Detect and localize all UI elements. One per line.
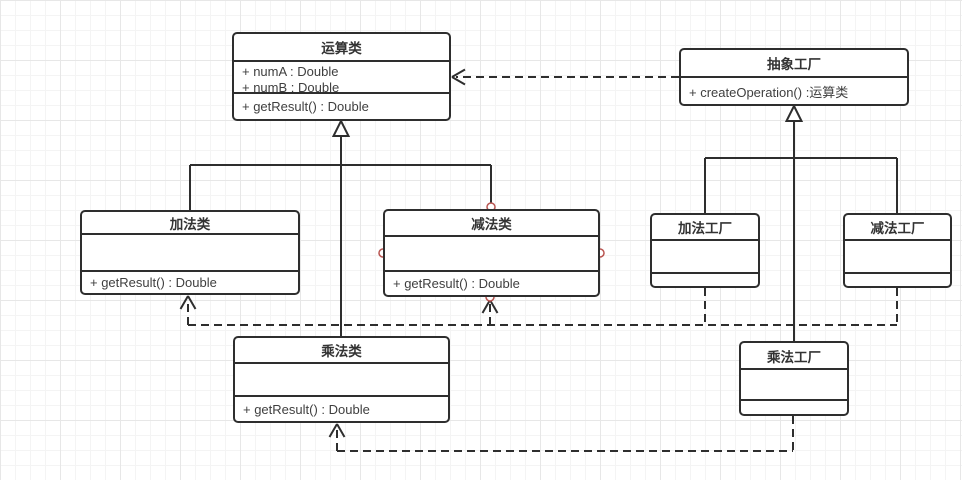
class-box-sub-class[interactable]: 减法类 + getResult() : Double — [383, 209, 600, 297]
class-box-abstract-factory[interactable]: 抽象工厂 + createOperation() :运算类 — [679, 48, 909, 106]
class-methods-empty — [845, 274, 950, 286]
class-box-add-factory[interactable]: 加法工厂 — [650, 213, 760, 288]
class-title: 乘法类 — [235, 338, 448, 364]
class-attributes-empty — [652, 241, 758, 274]
class-title: 减法类 — [385, 211, 598, 237]
class-method: + getResult() : Double — [393, 276, 520, 291]
class-attributes-empty — [845, 241, 950, 274]
class-title: 乘法工厂 — [741, 343, 847, 370]
class-box-operation[interactable]: 运算类 + numA : Double + numB : Double + ge… — [232, 32, 451, 121]
class-attributes-empty — [235, 364, 448, 397]
class-attributes-empty — [385, 237, 598, 272]
class-attribute: + numA : Double — [242, 64, 339, 79]
class-box-add-class[interactable]: 加法类 + getResult() : Double — [80, 210, 300, 295]
class-method: + getResult() : Double — [242, 99, 369, 114]
class-methods-empty — [652, 274, 758, 286]
class-title: 加法类 — [82, 212, 298, 235]
canvas-right-margin — [962, 0, 972, 480]
class-attributes: + numA : Double + numB : Double — [234, 62, 449, 94]
class-box-sub-factory[interactable]: 减法工厂 — [843, 213, 952, 288]
class-methods-empty — [741, 401, 847, 414]
class-box-mul-factory[interactable]: 乘法工厂 — [739, 341, 849, 416]
class-title: 抽象工厂 — [681, 50, 907, 78]
class-attributes-empty — [741, 370, 847, 401]
class-title: 加法工厂 — [652, 215, 758, 241]
class-title: 减法工厂 — [845, 215, 950, 241]
class-method: + getResult() : Double — [90, 275, 217, 290]
class-box-mul-class[interactable]: 乘法类 + getResult() : Double — [233, 336, 450, 423]
class-method: + getResult() : Double — [243, 401, 370, 417]
class-title: 运算类 — [234, 34, 449, 62]
class-method: + createOperation() :运算类 — [689, 84, 849, 100]
class-attributes-empty — [82, 235, 298, 272]
class-attribute: + numB : Double — [242, 79, 340, 94]
